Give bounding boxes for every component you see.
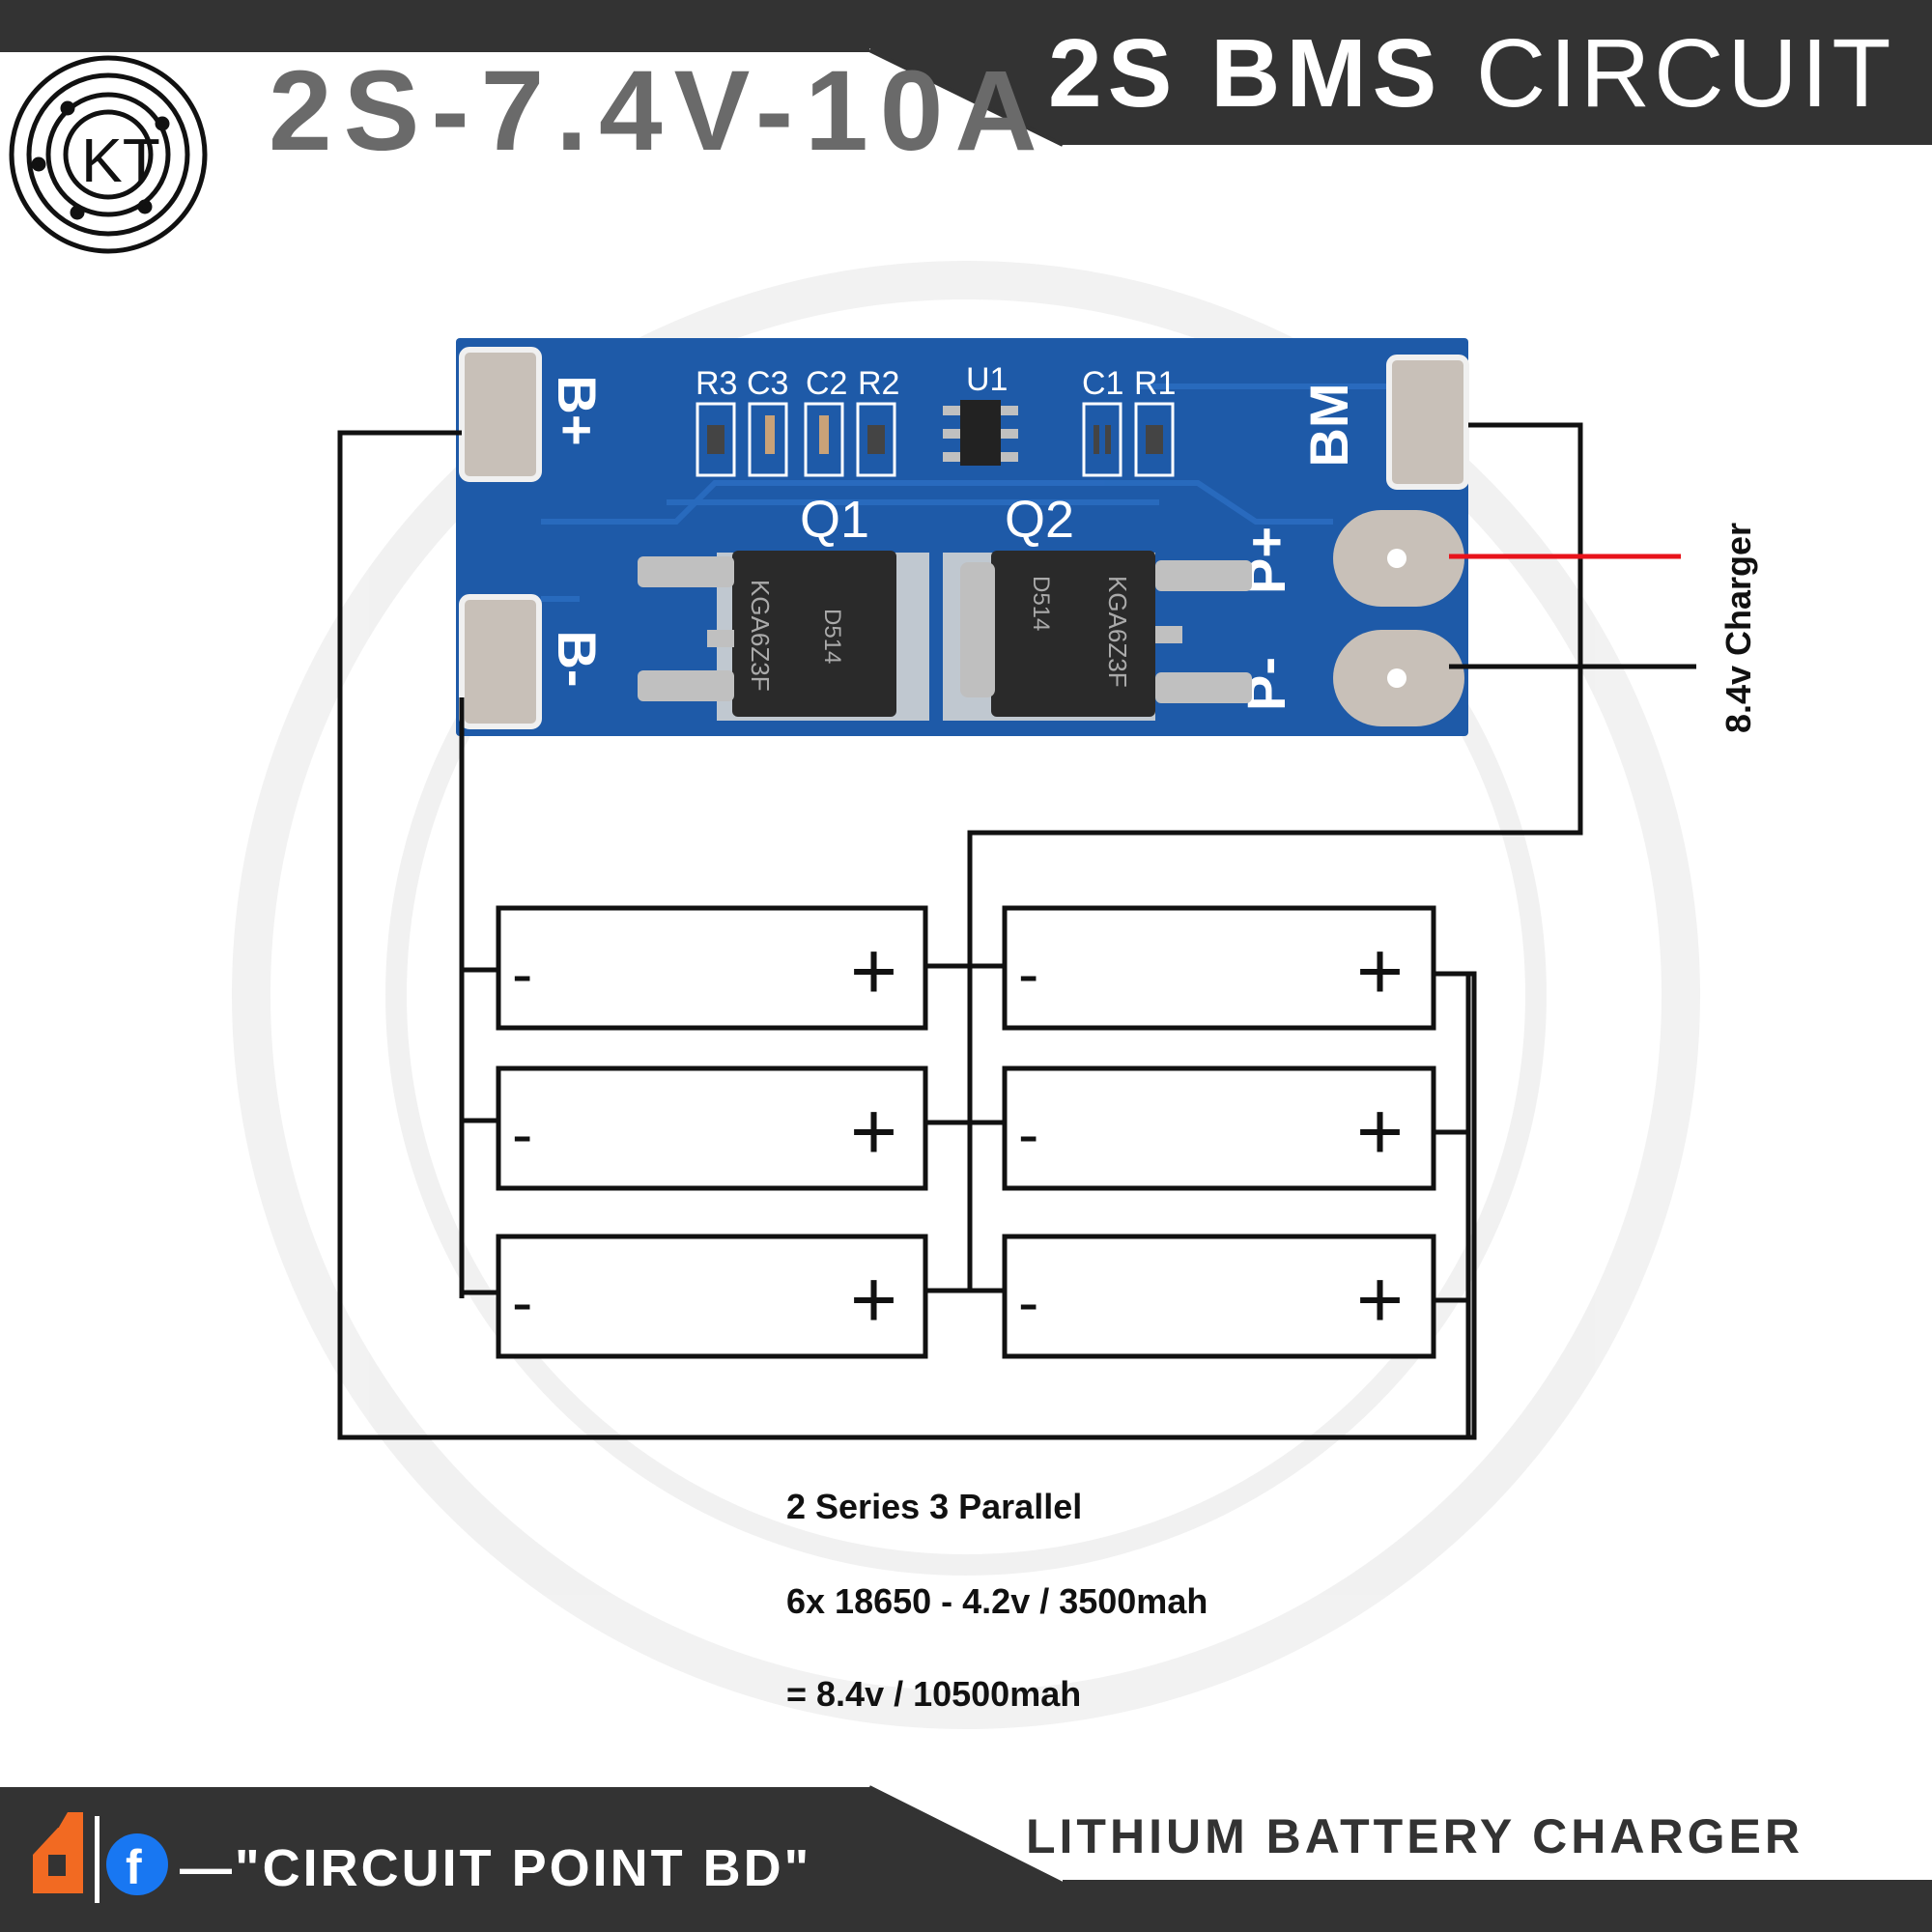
q1-marking-2: D514 — [819, 609, 845, 664]
battery-cell: - + — [1002, 905, 1436, 1031]
label-c3: C3 — [747, 365, 788, 402]
facebook-letter: f — [126, 1840, 142, 1894]
battery-cell: - + — [496, 905, 928, 1031]
note-total: = 8.4v / 10500mah — [786, 1674, 1081, 1714]
battery-cell: - + — [496, 1065, 928, 1191]
bms-title-light: CIRCUIT — [1476, 19, 1895, 128]
logo-letters: KT — [81, 126, 160, 195]
label-r1: R1 — [1134, 365, 1176, 402]
cell-plus: + — [850, 925, 897, 1016]
cell-minus: - — [1018, 1099, 1038, 1169]
label-c2: C2 — [806, 365, 847, 402]
footer: f —"CIRCUIT POINT BD" LITHIUM BATTERY CH… — [0, 1785, 1932, 1932]
facebook-icon — [106, 1833, 168, 1895]
spec-title: 2S-7.4V-10A — [269, 47, 1049, 175]
label-u1: U1 — [966, 361, 1008, 398]
bms-title-bold: 2S BMS — [1048, 19, 1442, 128]
battery-cell: - + — [1002, 1065, 1436, 1191]
mosfet-q2: D514 KGA6Z3F — [943, 551, 1252, 721]
cell-plus: + — [1356, 925, 1404, 1016]
cell-minus: - — [512, 1267, 532, 1337]
cell-plus: + — [850, 1086, 897, 1177]
footer-brand: —"CIRCUIT POINT BD" — [180, 1839, 811, 1897]
label-b-minus: B- — [547, 630, 608, 687]
battery-cell: - + — [1002, 1234, 1436, 1359]
battery-pack: - + - + - + - + - + - + — [496, 905, 1436, 1359]
cell-plus: + — [1356, 1086, 1404, 1177]
cell-minus: - — [512, 939, 532, 1009]
q1-marking-1: KGA6Z3F — [746, 580, 775, 692]
kt-logo: KT — [9, 55, 208, 254]
battery-cell: - + — [496, 1234, 928, 1359]
cell-plus: + — [850, 1254, 897, 1345]
cell-minus: - — [1018, 939, 1038, 1009]
mosfet-q1: KGA6Z3F D514 — [638, 551, 929, 721]
label-bm: BM — [1298, 383, 1359, 467]
bms-board: B+ B- BM P+ P- R3 C3 C2 R2 U1 C1 R1 — [456, 338, 1469, 736]
note-cells: 6x 18650 - 4.2v / 3500mah — [786, 1581, 1208, 1621]
label-q2: Q2 — [1005, 491, 1074, 549]
cell-minus: - — [1018, 1267, 1038, 1337]
cell-minus: - — [512, 1099, 532, 1169]
label-c1: C1 — [1082, 365, 1123, 402]
wiring — [337, 422, 1696, 1440]
label-q1: Q1 — [800, 491, 869, 549]
u1-chip — [960, 400, 1001, 466]
label-b-plus: B+ — [547, 375, 608, 445]
q2-marking-1: KGA6Z3F — [1103, 576, 1132, 688]
charger-label: 8.4v Charger — [1719, 523, 1758, 733]
pad-b-plus — [459, 347, 542, 482]
cell-plus: + — [1356, 1254, 1404, 1345]
q2-marking-2: D514 — [1028, 576, 1054, 631]
top-header: 2S-7.4V-10A 2S BMS CIRCUIT — [0, 0, 1932, 175]
brand-logo-icon — [33, 1812, 83, 1893]
label-r2: R2 — [858, 365, 899, 402]
note-configuration: 2 Series 3 Parallel — [786, 1487, 1082, 1526]
pad-bm — [1386, 355, 1469, 490]
label-r3: R3 — [696, 365, 737, 402]
spec-notes: 2 Series 3 Parallel 6x 18650 - 4.2v / 35… — [786, 1487, 1208, 1714]
footer-tagline: LITHIUM BATTERY CHARGER — [1026, 1809, 1804, 1863]
pad-b-minus — [459, 594, 542, 729]
